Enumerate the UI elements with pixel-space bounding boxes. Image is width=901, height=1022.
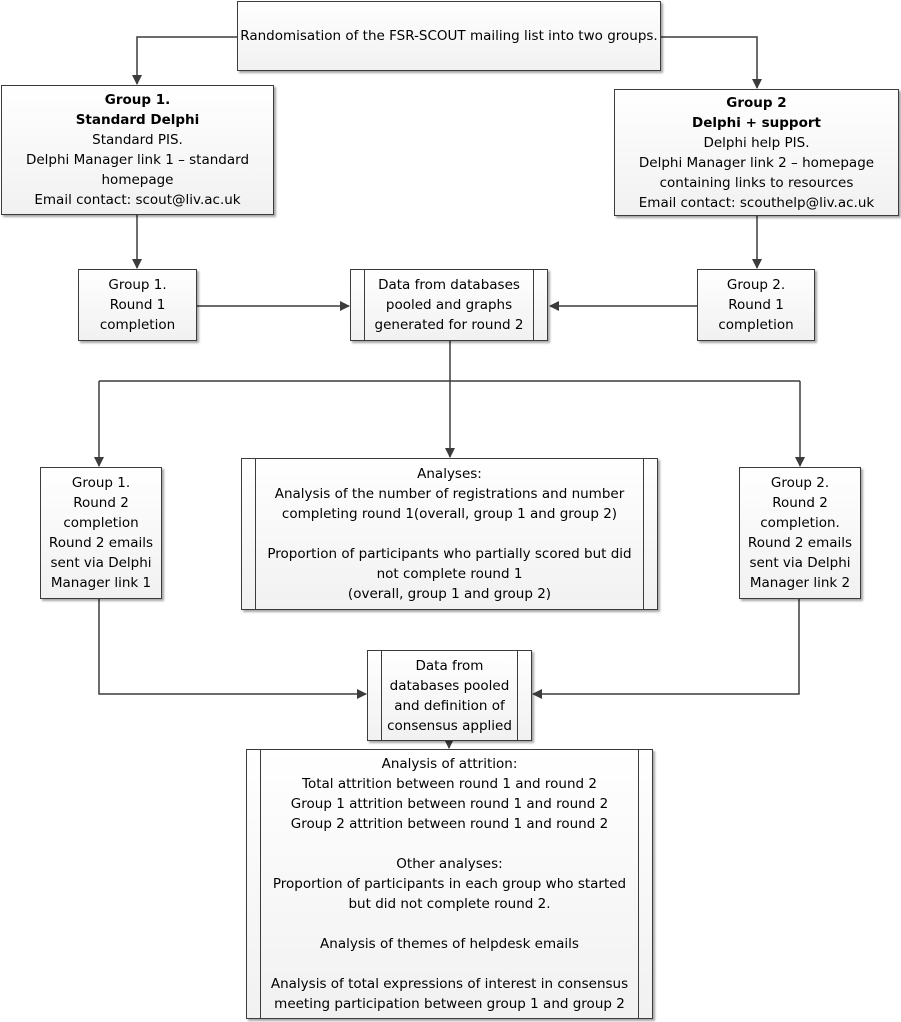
group2-round2-line: Group 2. xyxy=(770,475,830,491)
attrition-line: Analysis of total expressions of interes… xyxy=(270,976,629,992)
group2-delphi-support-box: Group 2 Delphi + support Delphi help PIS… xyxy=(614,89,899,216)
group1-round1-line: completion xyxy=(99,317,176,333)
group2-line: Delphi Manager link 2 – homepage xyxy=(638,154,875,171)
arrow-rand-to-group2 xyxy=(660,36,762,89)
analyses-round1-box: Analyses: Analysis of the number of regi… xyxy=(241,458,658,610)
pooled-consensus-line: Data from xyxy=(415,657,484,674)
group1-round2-line: Round 2 emails xyxy=(48,535,154,551)
attrition-line: Analysis of attrition: xyxy=(381,756,518,772)
group2-line: containing links to resources xyxy=(659,174,854,191)
group1-round2-line: Group 1. xyxy=(71,475,131,491)
group1-round2-box: Group 1. Round 2 completion Round 2 emai… xyxy=(40,467,162,599)
group2-line: Email contact: scouthelp@liv.ac.uk xyxy=(638,194,875,211)
group2-round2-line: sent via Delphi xyxy=(749,555,851,571)
pooled-consensus-line: consensus applied xyxy=(387,717,512,734)
group1-round1-line: Group 1. xyxy=(108,277,167,293)
randomisation-text: Randomisation of the FSR-SCOUT mailing l… xyxy=(240,28,658,44)
group2-round1-line: completion xyxy=(718,317,794,333)
arrow-g1r2-to-consensus xyxy=(98,599,367,699)
analyses-line: Analysis of the number of registrations … xyxy=(274,486,625,502)
attrition-line: Group 1 attrition between round 1 and ro… xyxy=(290,796,609,812)
analyses-line: (overall, group 1 and group 2) xyxy=(347,586,552,602)
arrow-rand-to-group1 xyxy=(132,36,237,85)
group1-round2-line: Manager link 1 xyxy=(50,575,152,591)
group1-line: Standard PIS. xyxy=(92,132,183,148)
group1-subtitle: Standard Delphi xyxy=(75,112,200,128)
group1-round1-box: Group 1. Round 1 completion xyxy=(78,269,197,341)
attrition-line: meeting participation between group 1 an… xyxy=(274,996,625,1012)
group2-subtitle: Delphi + support xyxy=(692,114,821,131)
group2-round2-line: completion. xyxy=(760,515,840,531)
pooled-round2-line: Data from databases xyxy=(378,277,520,293)
attrition-line: Analysis of themes of helpdesk emails xyxy=(320,936,579,952)
attrition-line: but did not complete round 2. xyxy=(348,896,551,912)
arrow-g2r2-to-consensus xyxy=(532,599,800,699)
attrition-analyses-box: Analysis of attrition: Total attrition b… xyxy=(246,749,653,1019)
pooled-consensus-line: databases pooled xyxy=(389,677,510,694)
group2-round1-line: Group 2. xyxy=(726,277,786,293)
group1-standard-delphi-box: Group 1. Standard Delphi Standard PIS. D… xyxy=(1,85,274,215)
group2-round2-line: Round 2 xyxy=(772,495,828,511)
analyses-line: Analyses: xyxy=(417,466,482,482)
group2-title: Group 2 xyxy=(726,94,787,111)
group1-round2-line: Round 2 xyxy=(73,495,129,511)
group2-round2-box: Group 2. Round 2 completion. Round 2 ema… xyxy=(739,467,861,599)
group1-line: homepage xyxy=(101,172,174,188)
randomisation-box: Randomisation of the FSR-SCOUT mailing l… xyxy=(237,1,661,71)
group1-round2-line: sent via Delphi xyxy=(50,555,152,571)
group2-line: Delphi help PIS. xyxy=(703,134,810,151)
pooled-round2-line: generated for round 2 xyxy=(374,317,524,333)
group1-line: Email contact: scout@liv.ac.uk xyxy=(34,192,241,208)
group2-round1-line: Round 1 xyxy=(728,297,784,313)
group2-round2-line: Manager link 2 xyxy=(749,575,851,591)
pooled-round2-line: pooled and graphs xyxy=(385,297,513,313)
pooled-consensus-box: Data from databases pooled and definitio… xyxy=(367,650,532,741)
pooled-data-round2-box: Data from databases pooled and graphs ge… xyxy=(350,269,548,341)
pooled-consensus-line: and definition of xyxy=(394,697,505,714)
attrition-line: Group 2 attrition between round 1 and ro… xyxy=(290,816,609,832)
analyses-line: completing round 1(overall, group 1 and … xyxy=(281,506,618,522)
group1-round2-line: completion xyxy=(63,515,139,531)
group1-line: Delphi Manager link 1 – standard xyxy=(25,152,250,168)
group2-round2-line: Round 2 emails xyxy=(747,535,853,551)
group2-round1-box: Group 2. Round 1 completion xyxy=(697,269,815,341)
attrition-line: Total attrition between round 1 and roun… xyxy=(302,776,597,792)
group1-round1-line: Round 1 xyxy=(109,297,166,313)
attrition-line: Other analyses: xyxy=(396,856,503,872)
group1-title: Group 1. xyxy=(104,92,171,108)
analyses-line: not complete round 1 xyxy=(376,566,523,582)
attrition-line: Proportion of participants in each group… xyxy=(272,876,627,892)
analyses-line: Proportion of participants who partially… xyxy=(267,546,632,562)
